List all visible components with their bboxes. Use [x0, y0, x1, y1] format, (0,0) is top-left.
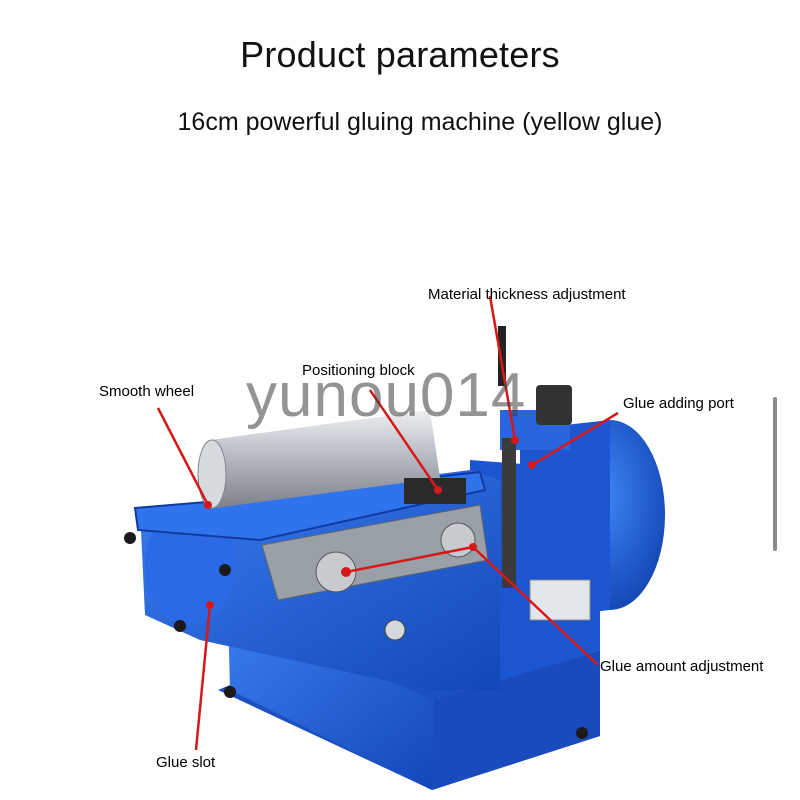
page-subtitle: 16cm powerful gluing machine (yellow glu…: [177, 108, 663, 136]
pointer-lines: [156, 295, 619, 751]
label-smooth-wheel: Smooth wheel: [99, 383, 195, 400]
label-glue-adding-port: Glue adding port: [623, 395, 734, 412]
label-positioning-block: Positioning block: [302, 362, 415, 379]
page-title: Product parameters: [240, 34, 560, 75]
smooth-wheel-roller: [210, 410, 440, 508]
label-glue-slot: Glue slot: [156, 754, 216, 771]
vertical-scrollbar[interactable]: [773, 397, 777, 551]
watermark-text: yunou014: [246, 361, 527, 430]
label-material-thickness: Material thickness adjustment: [428, 286, 626, 303]
label-glue-amount-adjustment: Glue amount adjustment: [600, 658, 764, 675]
